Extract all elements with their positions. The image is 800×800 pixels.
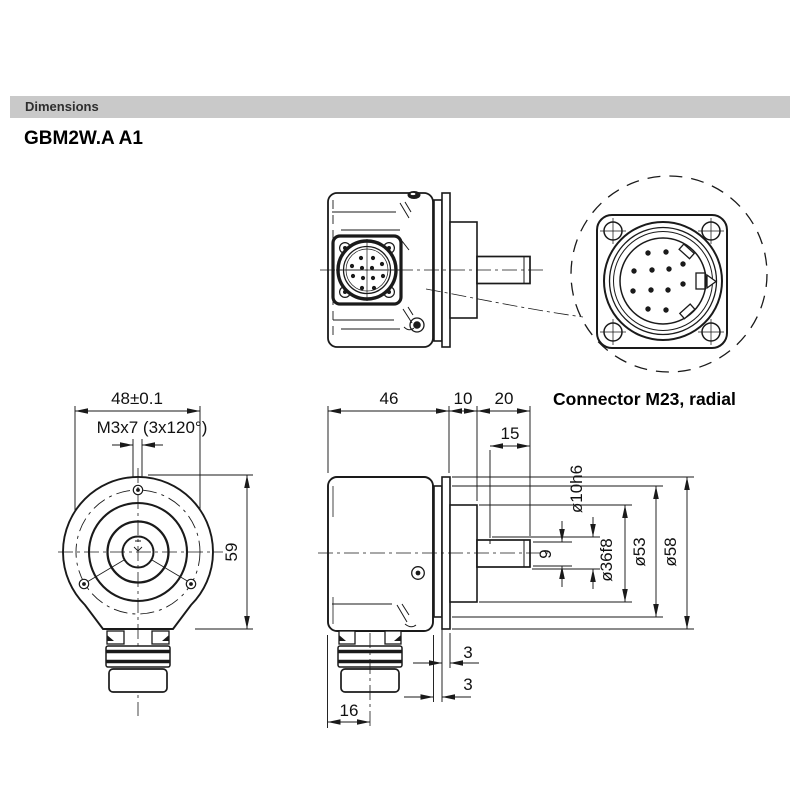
dim-flange-thickness-2: 3	[404, 675, 473, 700]
dim-label-flange-inner-dia: ø53	[630, 537, 649, 566]
centering-hub	[449, 504, 478, 603]
shaft-step-lines	[489, 540, 525, 567]
side-view: 46 10 20 15 9 ø10h6 ø36f8	[318, 389, 694, 728]
dim-label-flange-thickness-2: 3	[463, 675, 472, 694]
dim-label-hub-dia: ø36f8	[597, 538, 616, 581]
side-seam-lines	[332, 486, 392, 624]
detail-leader-line	[425, 288, 584, 318]
side-hatch-marks	[396, 603, 417, 628]
detail-caption: Connector M23, radial	[553, 389, 736, 409]
spoke-lines	[86, 559, 190, 583]
connector-latch-wedges	[107, 635, 169, 641]
keyway-pointer	[706, 273, 718, 290]
top-view	[320, 191, 584, 348]
top-screw-slot	[410, 192, 416, 196]
dim-label-mount-screws: M3x7 (3x120°)	[97, 418, 208, 437]
dim-bolt-circle: 48±0.1	[74, 389, 201, 552]
keyway-notch-top	[678, 243, 696, 260]
detail-view: Connector M23, radial	[553, 175, 768, 409]
dim-label-connector-offset: 16	[340, 701, 359, 720]
section-header-bar: Dimensions	[10, 96, 790, 118]
dim-flange-outer-dia: ø58	[452, 476, 694, 630]
detail-boundary-circle	[570, 175, 768, 373]
dim-label-flange-thickness-1: 3	[463, 643, 472, 662]
dim-mount-screws: M3x7 (3x120°)	[97, 418, 208, 484]
dim-shaft-dia: ø10h6	[492, 465, 600, 589]
dim-label-shaft-flat: 9	[536, 549, 555, 558]
connector-rings	[106, 649, 170, 664]
face-screw	[413, 321, 421, 329]
dim-label-shaft-dia: ø10h6	[567, 465, 586, 513]
side-connector-wedges	[339, 635, 401, 641]
dim-label-shaft-usable: 15	[501, 424, 520, 443]
dim-connector-offset: 16	[327, 635, 370, 728]
side-body	[327, 476, 434, 632]
flange-plate-inner	[433, 485, 443, 618]
section-header-label: Dimensions	[25, 99, 99, 114]
detail-pins	[630, 249, 686, 313]
dim-label-body-length: 46	[380, 389, 399, 408]
dim-body-length: 46 10 20 15	[327, 389, 531, 538]
dim-shaft-flat: 9	[533, 521, 572, 587]
top-screw	[407, 191, 421, 199]
shaft	[476, 539, 531, 568]
dim-label-flange-outer-dia: ø58	[661, 537, 680, 566]
keyway-slot	[695, 272, 706, 290]
hatch-marks	[399, 201, 415, 331]
dim-hub-dia: ø36f8	[479, 504, 632, 603]
front-connector	[105, 630, 171, 693]
detail-ring-2	[608, 226, 718, 336]
detail-insert-circle	[619, 237, 707, 325]
dim-flange-inner-dia: ø53	[452, 485, 663, 618]
front-view: 48±0.1 M3x7 (3x120°)	[58, 389, 253, 716]
detail-corner-screws	[600, 218, 724, 345]
connector-pins	[349, 255, 386, 291]
dim-label-bolt-circle: 48±0.1	[111, 389, 163, 408]
side-screw	[415, 570, 421, 576]
dim-label-shaft-length: 20	[495, 389, 514, 408]
top-view-seam-lines	[332, 200, 400, 341]
page-title: GBM2W.A A1	[24, 128, 143, 149]
top-view-flange-inner	[433, 199, 443, 342]
dim-label-body-height: 59	[222, 543, 241, 562]
dim-label-hub-depth: 10	[454, 389, 473, 408]
keyway-notch-bottom	[678, 303, 696, 320]
dim-flange-thickness-1: 3	[413, 621, 479, 702]
dim-body-height: 59	[148, 474, 253, 630]
